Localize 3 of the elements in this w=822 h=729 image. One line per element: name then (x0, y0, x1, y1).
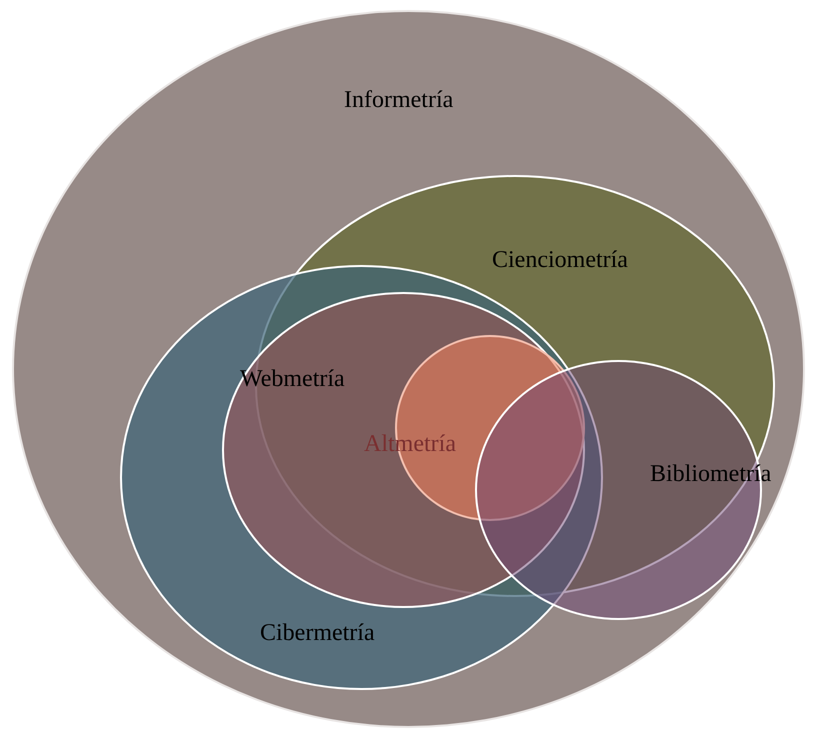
set-label: Cienciometría (492, 248, 628, 272)
set-label: Cibermetría (260, 621, 375, 645)
set-label: Informetría (344, 88, 454, 112)
